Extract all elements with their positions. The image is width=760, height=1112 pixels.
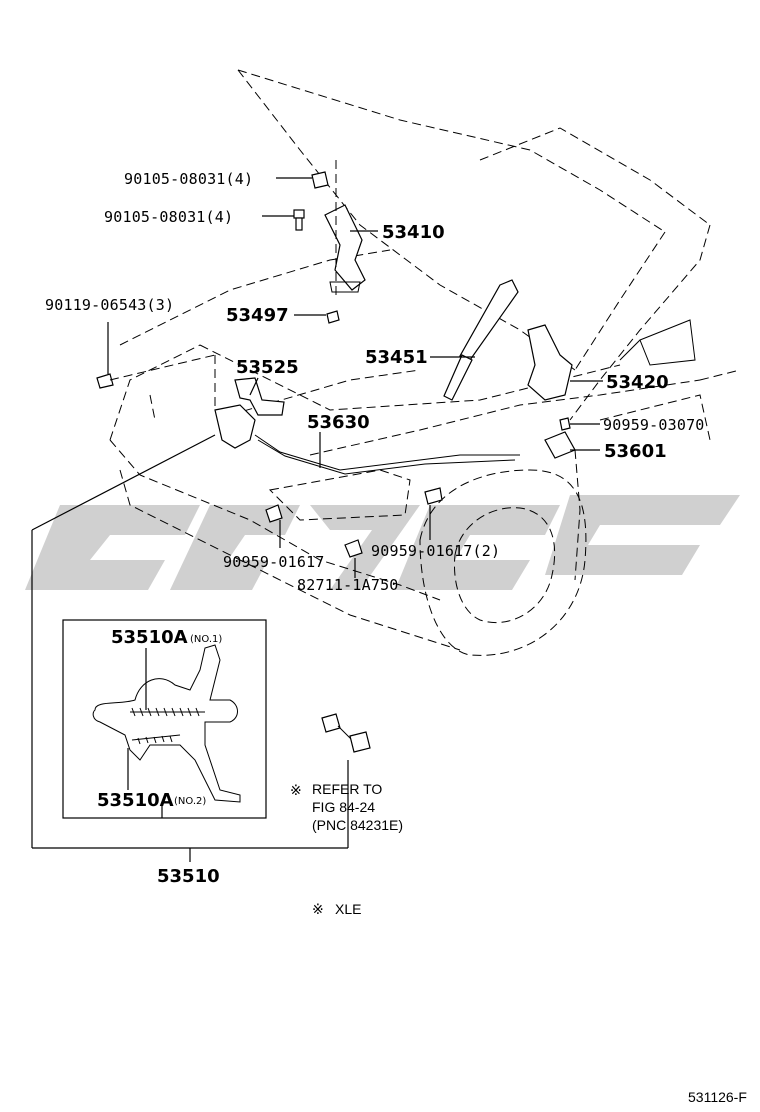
xle-mark: ※ — [312, 901, 324, 917]
label-inset-no2-code: 53510A — [97, 790, 174, 811]
xle-note: XLE — [335, 901, 361, 917]
label-stay: 53451 — [365, 347, 428, 368]
figure-id: 531126-F — [688, 1089, 747, 1105]
hinge-lh-part — [324, 204, 366, 293]
hinge-rh-part — [527, 324, 576, 459]
label-cushion: 53497 — [226, 305, 289, 326]
label-bolt-top: 90105-08031(4) — [124, 170, 253, 188]
label-cable: 53630 — [307, 412, 370, 433]
label-clip-a: 90959-01617 — [223, 553, 325, 571]
bolt-part — [96, 171, 340, 389]
stay-part — [443, 279, 519, 401]
label-bolt-lock: 90119-06543(3) — [45, 296, 174, 314]
label-inset-no2-tag: (NO.2) — [174, 796, 206, 807]
refer-mark: ※ — [290, 782, 302, 798]
refer-line-3: (PNC 84231E) — [312, 817, 403, 833]
refer-line-2: FIG 84-24 — [312, 799, 375, 815]
refer-line-1: REFER TO — [312, 781, 382, 797]
car-body-outline — [109, 249, 741, 656]
inset-box — [62, 619, 267, 819]
label-lock-support: 53525 — [236, 357, 299, 378]
label-lever: 53601 — [604, 441, 667, 462]
label-clip-rh: 90959-03070 — [603, 416, 705, 434]
label-bolt-second: 90105-08031(4) — [104, 208, 233, 226]
hood-outline — [237, 69, 711, 421]
label-inset-no1-tag: (NO.1) — [190, 634, 222, 645]
lock-part — [214, 377, 520, 475]
clip-parts — [265, 487, 443, 558]
label-grommet: 82711-1A750 — [297, 576, 399, 594]
label-clip-b: 90959-01617(2) — [371, 542, 500, 560]
watermark — [25, 495, 740, 590]
label-inset-no1-code: 53510A — [111, 627, 188, 648]
leader-lines — [31, 160, 603, 862]
connector-part — [321, 713, 371, 753]
label-hinge-rh: 53420 — [606, 372, 669, 393]
label-hinge-lh: 53410 — [382, 222, 445, 243]
label-lock-assy: 53510 — [157, 866, 220, 887]
